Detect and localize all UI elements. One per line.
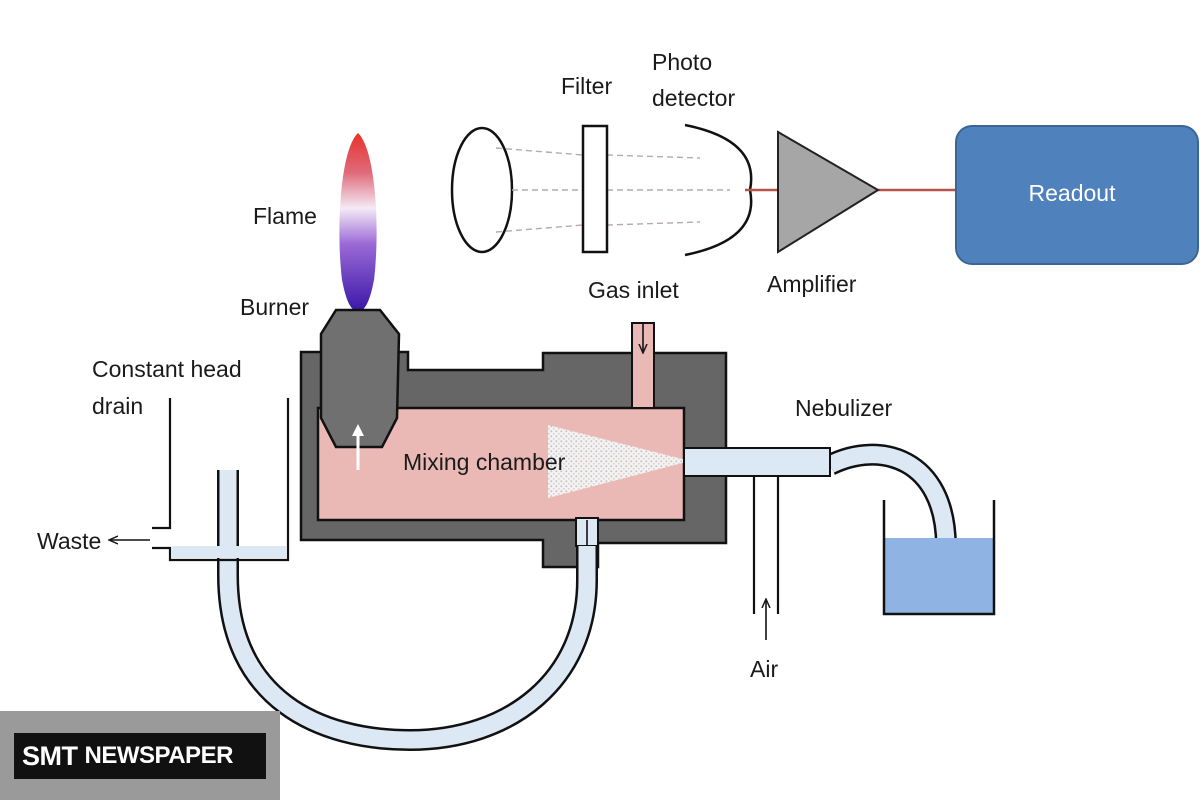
mixing-chamber-label: Mixing chamber [403, 449, 566, 475]
waste-label: Waste [37, 528, 101, 554]
watermark: SMT NEWSPAPER [0, 711, 280, 800]
spray-cone [548, 425, 690, 498]
lens [450, 126, 514, 254]
light-rays [495, 147, 730, 233]
constant-head-drain [152, 398, 290, 562]
watermark-part1: SMT [22, 740, 78, 771]
sample-liquid [884, 538, 994, 614]
filter-label: Filter [561, 73, 612, 99]
watermark-part2: NEWSPAPER [84, 742, 234, 769]
detector-label: detector [652, 85, 735, 111]
air-inlet-tube [752, 476, 780, 614]
burner-arrow-head [352, 424, 364, 436]
photo-label: Photo [652, 49, 712, 75]
flame-label: Flame [253, 203, 317, 229]
drain-liquid [172, 546, 286, 558]
drain-loop-tube-inner [219, 470, 596, 749]
nebulizer [683, 447, 831, 477]
amplifier [777, 130, 880, 254]
sample-tube-inner [826, 446, 955, 546]
burner-label: Burner [240, 294, 309, 320]
readout-label: Readout [1029, 180, 1117, 206]
nebulizer-label: Nebulizer [795, 395, 892, 421]
flame [339, 133, 377, 312]
sample-tube [825, 443, 957, 546]
gas-inlet-label: Gas inlet [588, 277, 679, 303]
air-label: Air [750, 656, 778, 682]
amplifier-label: Amplifier [767, 271, 857, 297]
burner [319, 308, 401, 449]
drain-label: drain [92, 393, 143, 419]
readout-box [955, 125, 1199, 265]
filter [581, 124, 609, 254]
sample-beaker [882, 500, 996, 616]
watermark-badge: SMT NEWSPAPER [14, 733, 266, 779]
constant-head-label: Constant head [92, 356, 242, 382]
